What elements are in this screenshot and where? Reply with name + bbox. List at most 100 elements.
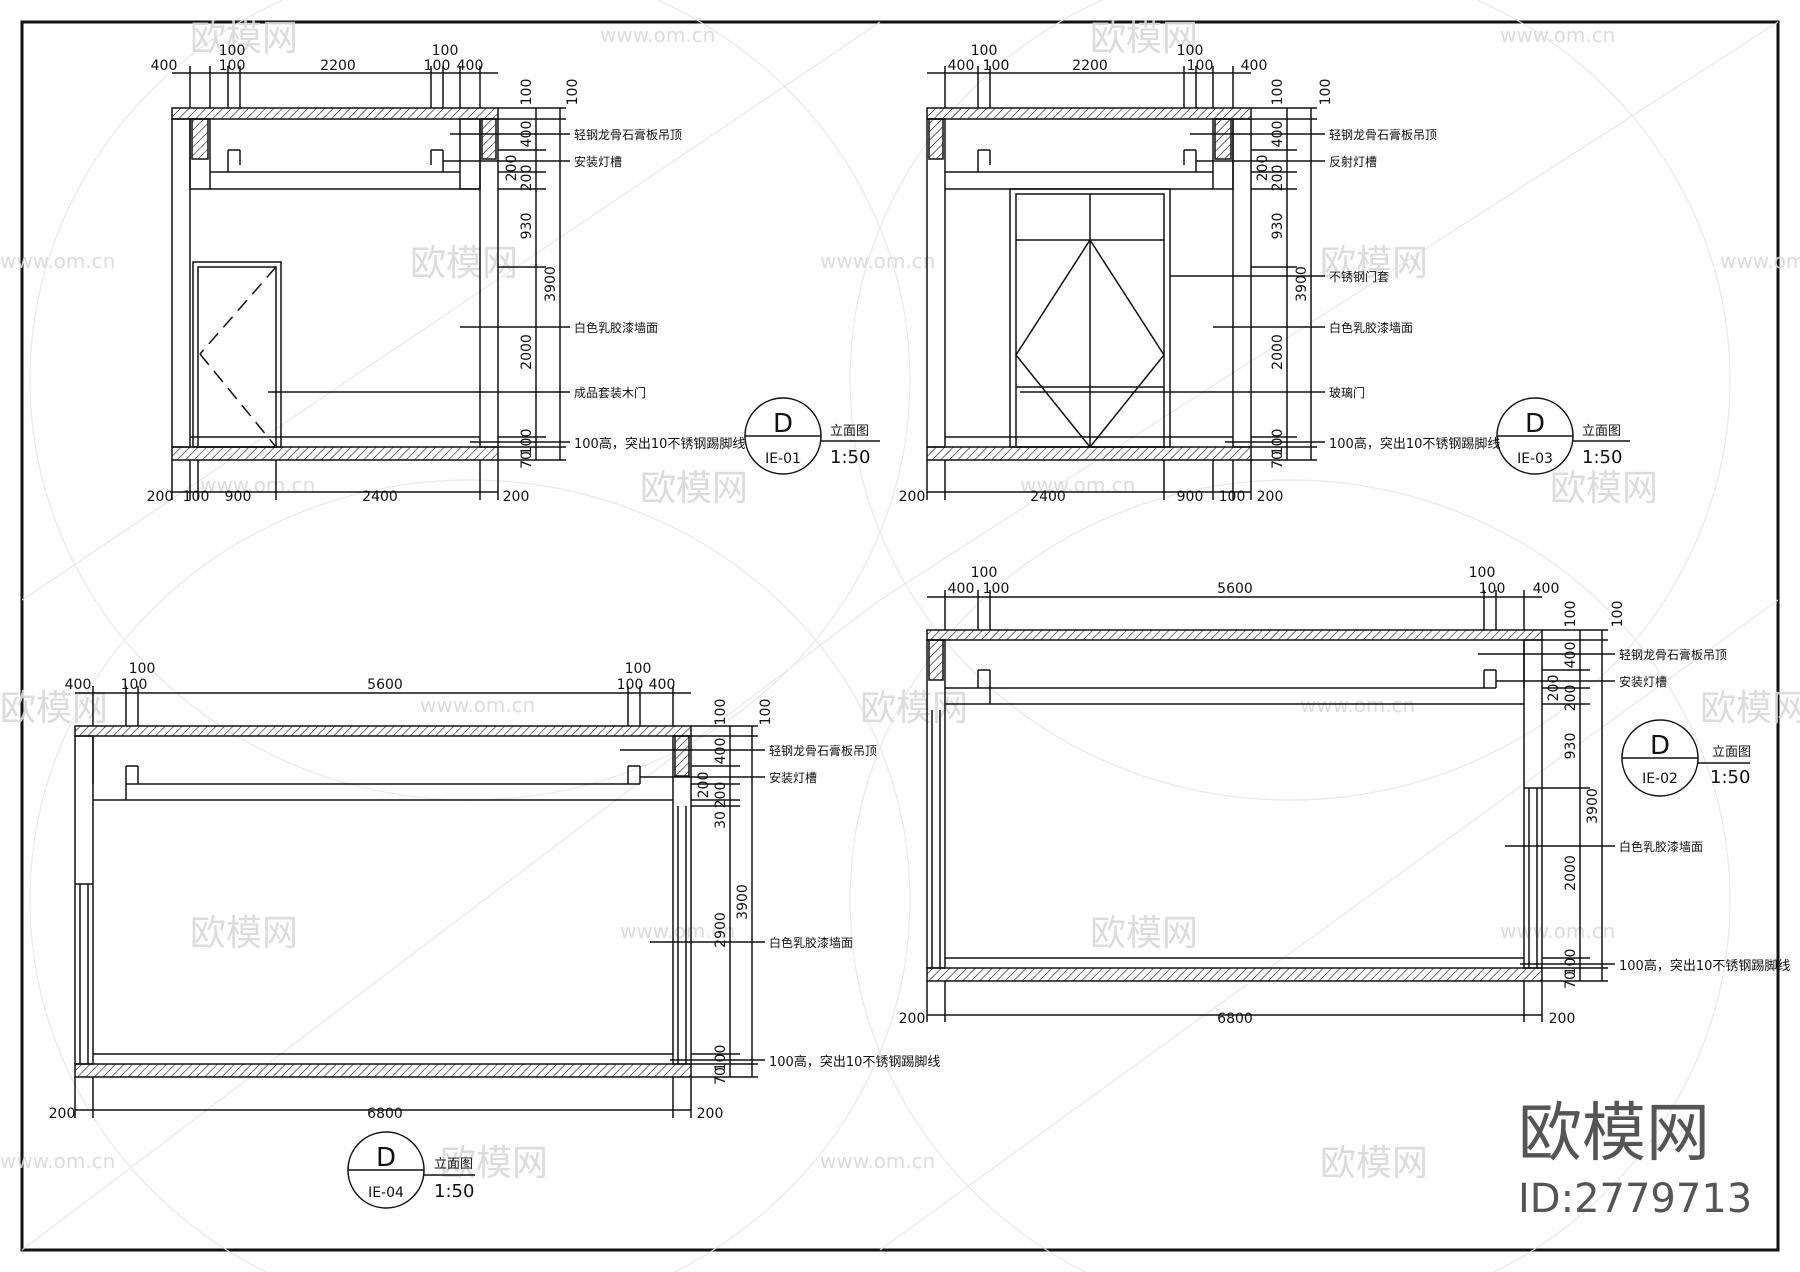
left-wall	[171, 118, 191, 448]
ceiling-slab	[74, 725, 692, 737]
dim-side: 70	[519, 451, 535, 469]
tag-letter: D	[1525, 409, 1545, 439]
material-label: 安装灯槽	[769, 770, 817, 785]
tag-title: 立面图	[1712, 745, 1751, 760]
dim-top: 100	[424, 58, 451, 74]
dim-side: 200	[519, 165, 535, 192]
wall-hatch-left	[191, 118, 209, 160]
watermark-brand: 欧模网	[860, 688, 968, 729]
watermark-site: www.om.cn	[820, 1149, 935, 1173]
right-wall	[1523, 639, 1543, 969]
tag-scale: 1:50	[434, 1181, 474, 1202]
tag-scale: 1:50	[1582, 447, 1622, 468]
tag-letter: D	[1650, 731, 1670, 761]
dim-bottom: 6800	[1217, 1011, 1253, 1027]
dim-side: 930	[519, 213, 535, 240]
tag-title: 立面图	[434, 1157, 473, 1172]
material-label: 100高，突出10不锈钢踢脚线	[769, 1054, 940, 1070]
dim-bottom: 200	[899, 1011, 926, 1027]
dim-side: 100	[1318, 79, 1334, 106]
right-wall	[672, 735, 692, 1065]
material-label: 轻钢龙骨石膏板吊顶	[574, 127, 682, 142]
dim-side: 30	[713, 811, 729, 829]
sheet-border	[20, 20, 1780, 1252]
floor-slab	[171, 446, 499, 461]
dim-side: 100	[565, 79, 581, 106]
tag-code: IE-04	[368, 1185, 404, 1201]
dim-side: 200	[1270, 165, 1286, 192]
floor-slab	[926, 446, 1252, 461]
watermark-brand: 欧模网	[1090, 18, 1198, 59]
left-wall	[74, 735, 94, 1065]
dim-side: 100	[1563, 601, 1579, 628]
material-label: 玻璃门	[1329, 385, 1365, 400]
dim-bottom: 6800	[367, 1106, 403, 1122]
elevation-ie-04	[74, 686, 765, 1209]
watermark-brand: 欧模网	[640, 468, 748, 509]
watermark-brand: 欧模网	[1320, 243, 1428, 284]
watermark-brand: 欧模网	[1700, 688, 1800, 729]
tag-title: 立面图	[1582, 424, 1621, 439]
dim-side: 100	[519, 429, 535, 456]
dim-top: 100	[625, 661, 652, 677]
dim-side: 930	[1563, 733, 1579, 760]
watermark-brand: 欧模网	[1090, 913, 1198, 954]
dim-side: 400	[1563, 642, 1579, 669]
watermark-site: www.om.cn	[1020, 473, 1135, 497]
brand-id: ID:2779713	[1518, 1176, 1752, 1222]
watermark-site: www.om.cn	[0, 249, 115, 273]
elevation-ie-03	[926, 66, 1630, 500]
dim-side: 100	[1563, 949, 1579, 976]
dim-top: 100	[219, 58, 246, 74]
dim-side: 2000	[1563, 855, 1579, 891]
dim-side: 3900	[1294, 266, 1310, 302]
floor-slab	[74, 1063, 692, 1078]
wood-door	[192, 261, 282, 448]
tag-code: IE-01	[765, 451, 801, 467]
tag-scale: 1:50	[830, 447, 870, 468]
dim-bottom: 200	[503, 489, 530, 505]
dim-side: 2000	[519, 334, 535, 370]
dim-bottom: 100	[1219, 489, 1246, 505]
dim-top: 5600	[1217, 581, 1253, 597]
tag-letter: D	[376, 1143, 396, 1173]
dim-side: 930	[1270, 213, 1286, 240]
dim-top: 100	[971, 565, 998, 581]
dim-bottom: 200	[147, 489, 174, 505]
dim-bottom: 900	[225, 489, 252, 505]
dim-side: 100	[1270, 429, 1286, 456]
dim-bottom: 200	[697, 1106, 724, 1122]
material-label: 成品套装木门	[574, 385, 646, 400]
dim-top: 100	[121, 677, 148, 693]
dim-bottom: 200	[1549, 1011, 1576, 1027]
material-label: 安装灯槽	[574, 154, 622, 169]
dim-top: 400	[948, 58, 975, 74]
dim-top: 100	[1469, 565, 1496, 581]
material-label: 100高，突出10不锈钢踢脚线	[1619, 958, 1790, 974]
material-label: 不锈钢门套	[1329, 269, 1389, 284]
dim-side: 200	[504, 155, 520, 182]
dim-bottom: 2400	[362, 489, 398, 505]
watermark-brand: 欧模网	[0, 688, 108, 729]
dim-top: 100	[617, 677, 644, 693]
dim-top: 100	[971, 43, 998, 59]
material-label: 轻钢龙骨石膏板吊顶	[1329, 127, 1437, 142]
dim-side: 70	[713, 1067, 729, 1085]
left-wall	[926, 118, 946, 448]
dim-side: 200	[1255, 155, 1271, 182]
dim-top: 2200	[1072, 58, 1108, 74]
dim-top: 400	[649, 677, 676, 693]
watermark-brand: 欧模网	[1550, 468, 1658, 509]
tag-scale: 1:50	[1710, 767, 1750, 788]
dim-bottom: 100	[183, 489, 210, 505]
ceiling-slab	[171, 107, 499, 120]
dim-side: 100	[1270, 79, 1286, 106]
material-label: 轻钢龙骨石膏板吊顶	[769, 743, 877, 758]
watermark-site: www.om.cn	[1500, 23, 1615, 47]
ceiling-soffit-right	[1212, 118, 1234, 190]
dim-side: 3900	[735, 884, 751, 920]
dim-top: 100	[1177, 43, 1204, 59]
ceiling-soffit-right	[459, 118, 481, 190]
